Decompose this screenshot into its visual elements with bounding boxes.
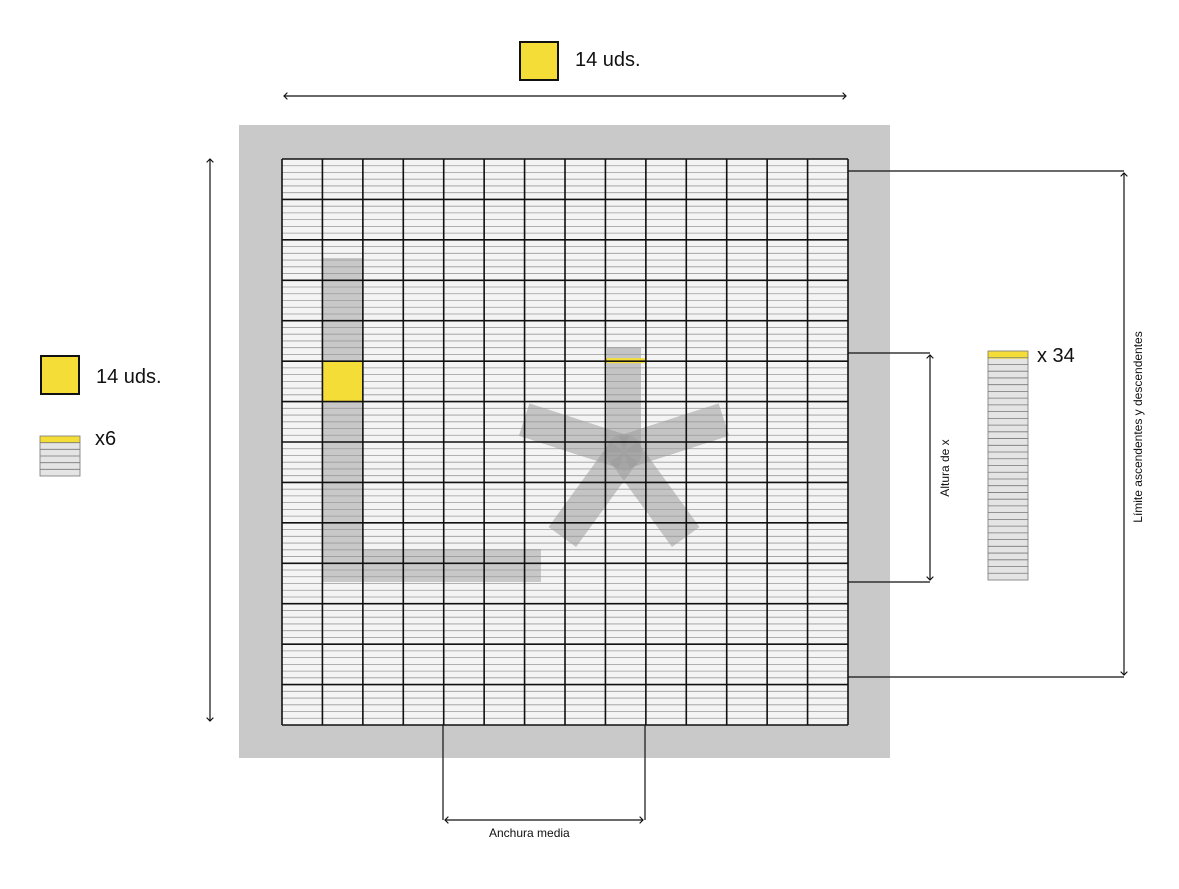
left-unit-swatch-icon [40,355,80,395]
glyph-l-bar [362,549,541,582]
left-line-stack-lines [40,442,80,470]
ascender-descender-label: Límite ascendentes y descendentes [1131,331,1145,523]
glyph-asterisk-arm-4 [548,442,638,547]
top-units-label: 14 uds. [575,49,641,71]
average-width-label: Anchura media [489,826,570,840]
top-unit-swatch-icon [519,41,559,81]
glyph-asterisk-arm-5 [518,403,630,469]
right-line-stack-highlight [988,351,1028,359]
right-lines-label: x 34 [1037,345,1075,367]
right-line-stack-border [987,350,1029,581]
cell-borders [281,158,849,726]
highlighted-unit-cell [322,361,363,402]
right-line-stack-lines [988,357,1028,574]
left-line-stack-highlight [40,436,80,443]
x-height-label: Altura de x [938,439,952,497]
left-lines-label: x6 [95,428,117,450]
left-units-label: 14 uds. [96,366,162,388]
left-line-stack-border [39,435,81,477]
glyph-asterisk-center [606,434,642,470]
glyph-l-stem [322,258,362,582]
